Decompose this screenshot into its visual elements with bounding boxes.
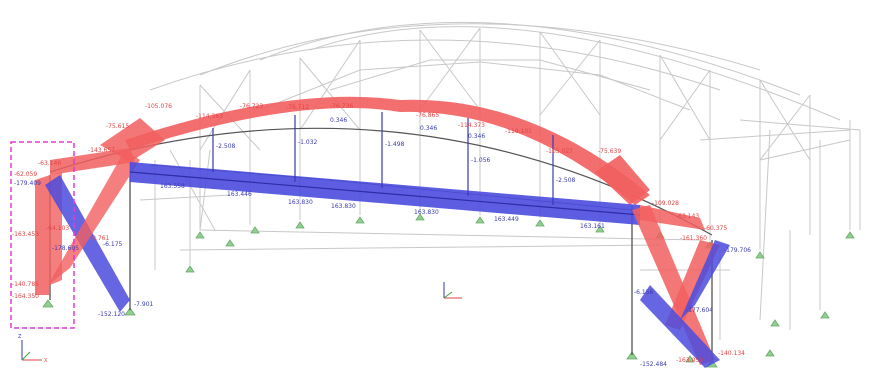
arch-label-5: -76.736 bbox=[330, 103, 353, 110]
right-bottom-2: -140.134 bbox=[718, 350, 745, 357]
right-mid-1: -179.706 bbox=[724, 247, 751, 254]
beam-label-2: 163.830 bbox=[288, 199, 313, 206]
supports bbox=[42, 213, 855, 368]
arch-label-6: -76.865 bbox=[416, 112, 439, 119]
right-bottom-0: -152.484 bbox=[640, 361, 667, 368]
beam-label-3: 163.830 bbox=[331, 203, 356, 210]
right-frame-results bbox=[632, 205, 730, 368]
arch-label-0: -75.615 bbox=[106, 123, 129, 130]
right-top-2: -60.375 bbox=[704, 225, 727, 232]
left-bottom-1: -164.350 bbox=[12, 293, 39, 300]
axis-triad-main: Z X bbox=[18, 334, 48, 364]
right-bottom-1: -163.059 bbox=[676, 357, 703, 364]
vertical-label-2: -1.498 bbox=[385, 141, 405, 148]
left-bottom-3: -7.901 bbox=[134, 301, 154, 308]
left-mid-3: -0.761 bbox=[90, 235, 110, 242]
arch-label-3: -76.723 bbox=[240, 103, 263, 110]
beam-label-1: 163.446 bbox=[227, 191, 252, 198]
axis-triad-center bbox=[443, 282, 462, 299]
vertical-label-4: -2.508 bbox=[556, 177, 576, 184]
beam-label-4: 163.830 bbox=[414, 209, 439, 216]
vertical-label-3: -1.056 bbox=[471, 157, 491, 164]
vertical-labels: -2.508 -1.032 -1.498 -1.056 -2.508 bbox=[216, 139, 576, 184]
axis-z-label: Z bbox=[18, 334, 22, 340]
arch-label-7: -114.373 bbox=[458, 122, 485, 129]
arch-label-10: -75.639 bbox=[598, 148, 621, 155]
left-mid-4: -6.175 bbox=[103, 241, 123, 248]
left-top-1: -62.059 bbox=[14, 171, 37, 178]
arch-label-1: -105.076 bbox=[145, 103, 172, 110]
right-top-0: -109.028 bbox=[652, 200, 679, 207]
arch-blue-labels: 0.346 0.346 0.346 bbox=[330, 117, 485, 140]
arch-blue-label-2: 0.346 bbox=[468, 133, 485, 140]
arch-labels: -75.615 -105.076 -114.363 -76.723 -76.71… bbox=[106, 103, 621, 155]
arch-blue-label-1: 0.346 bbox=[420, 125, 437, 132]
selection-box[interactable] bbox=[10, 141, 75, 329]
beam-label-5: 163.449 bbox=[494, 216, 519, 223]
arch-label-8: -110.101 bbox=[505, 128, 532, 135]
left-top-3: -179.409 bbox=[14, 180, 41, 187]
left-bottom-0: -140.785 bbox=[12, 281, 39, 288]
hangers bbox=[212, 112, 554, 205]
vertical-label-0: -2.508 bbox=[216, 143, 236, 150]
vertical-label-1: -1.032 bbox=[298, 139, 318, 146]
arch-label-2: -114.363 bbox=[196, 113, 223, 120]
beam-label-0: 163.558 bbox=[160, 183, 185, 190]
right-mid-3: -177.604 bbox=[686, 307, 713, 314]
arch-blue-label-0: 0.346 bbox=[330, 117, 347, 124]
left-mid-2: -178.605 bbox=[52, 245, 79, 252]
left-frame-results bbox=[35, 118, 165, 312]
right-labels: -109.028 -63.143 -60.375 -161.360 -179.7… bbox=[634, 200, 751, 368]
beam-label-6: 163.161 bbox=[580, 223, 605, 230]
arch-label-9: -105.027 bbox=[546, 148, 573, 155]
right-mid-0: -161.360 bbox=[680, 235, 707, 242]
left-labels: -63.146 -62.059 -143.657 -179.409 -163.4… bbox=[12, 147, 154, 318]
background-wireframe bbox=[139, 21, 861, 340]
left-top-2: -143.657 bbox=[88, 147, 115, 154]
right-top-1: -63.143 bbox=[676, 213, 699, 220]
left-mid-1: -64.103 bbox=[46, 225, 69, 232]
left-bottom-2: -152.120 bbox=[98, 311, 125, 318]
left-mid-0: -163.453 bbox=[12, 231, 39, 238]
arch-label-4: -76.712 bbox=[286, 104, 309, 111]
left-top-0: -63.146 bbox=[38, 160, 61, 167]
axis-x-label: X bbox=[44, 358, 48, 364]
beam-labels: 163.558 163.446 163.830 163.830 163.830 … bbox=[160, 183, 605, 230]
tie-beam-results bbox=[129, 162, 641, 225]
right-mid-2: -6.156 bbox=[634, 289, 654, 296]
